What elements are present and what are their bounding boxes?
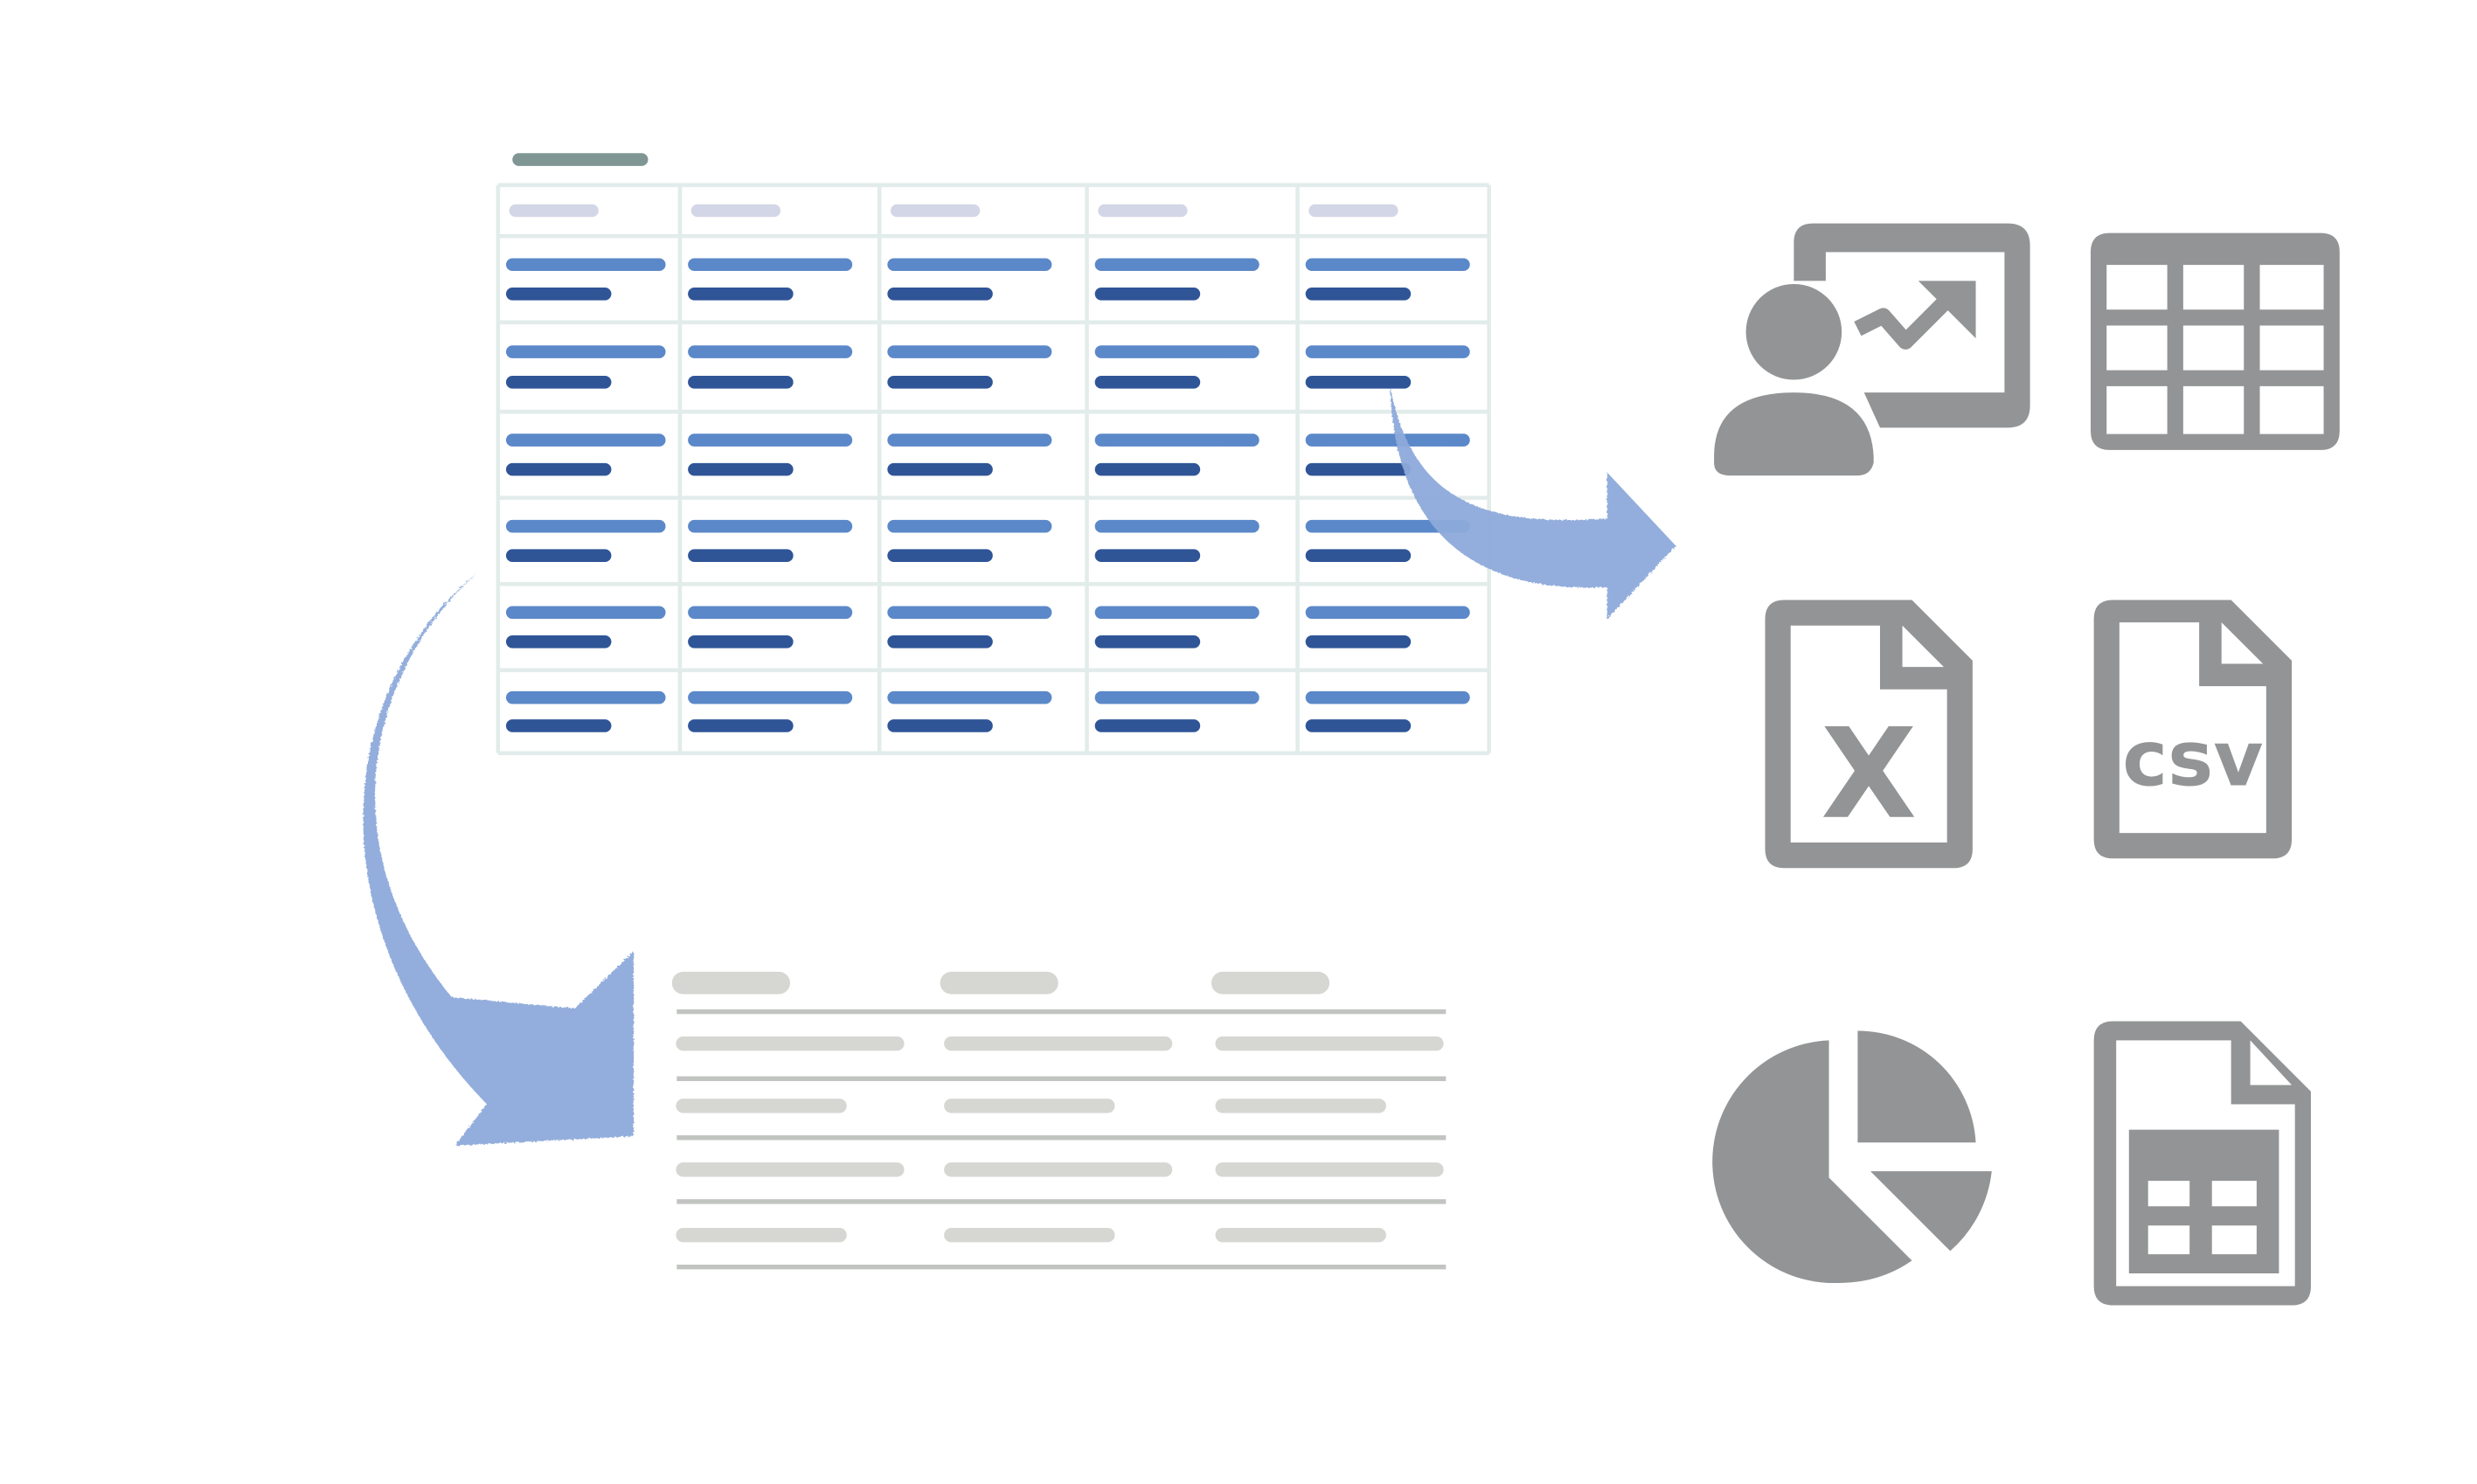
export-format-icons: X csv xyxy=(1712,223,2340,1306)
csv-glyph: csv xyxy=(2122,714,2263,803)
csv-file-icon: csv xyxy=(2093,600,2293,859)
excel-file-icon: X xyxy=(1765,600,1973,869)
pie-chart-icon xyxy=(1712,1030,1992,1284)
source-table-title-bar xyxy=(512,153,649,166)
presentation-icon xyxy=(1714,223,2030,476)
excel-x-glyph: X xyxy=(1821,702,1917,847)
source-table-grid xyxy=(496,183,1491,756)
curved-arrow-to-summary-icon xyxy=(363,571,635,1146)
source-table-cells xyxy=(505,204,1470,732)
spreadsheet-file-icon xyxy=(2093,1021,2311,1306)
curved-arrow-to-exports-icon xyxy=(1390,385,1676,620)
source-data-table xyxy=(496,153,1491,756)
summary-table xyxy=(671,971,1447,1270)
grid-table-icon xyxy=(2090,232,2340,450)
